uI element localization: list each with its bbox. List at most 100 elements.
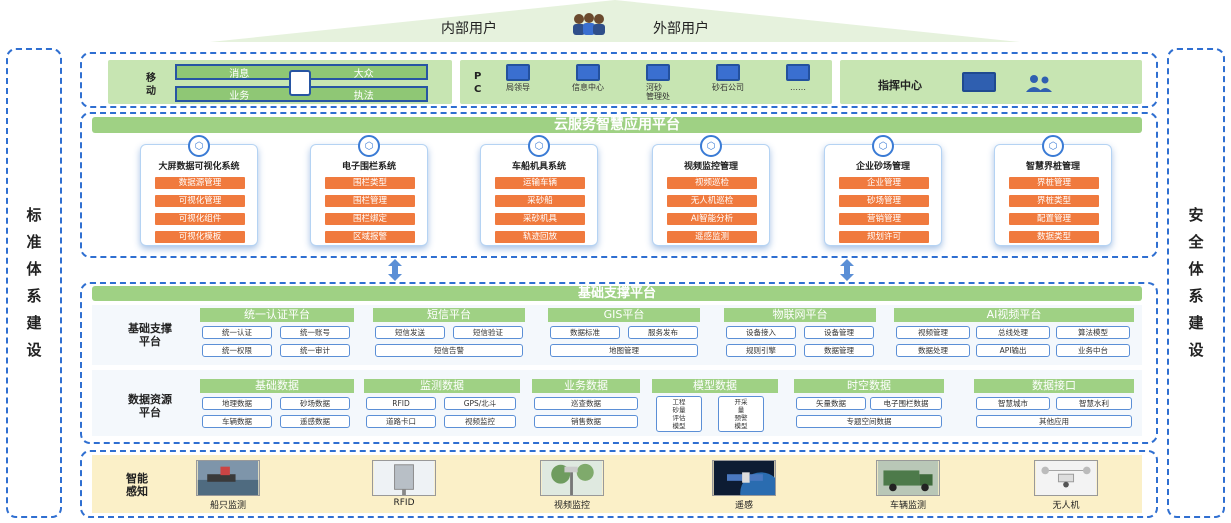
sensor-item[interactable]: 船只监测 <box>196 460 260 511</box>
app-function-button[interactable]: AI智能分析 <box>667 213 757 225</box>
pc-item: 信息中心 <box>562 64 614 101</box>
capability-pill[interactable]: 统一审计 <box>280 344 350 357</box>
capability-pill[interactable]: 数据处理 <box>896 344 970 357</box>
data-group: 模型数据 工程 砂量 评估 模型 开采 量 预警 模型 <box>652 379 778 433</box>
capability-pill[interactable]: 算法模型 <box>1056 326 1130 339</box>
support-group: 统一认证平台 统一认证 统一账号 统一权限 统一审计 <box>200 308 354 360</box>
data-pill[interactable]: 巡查数据 <box>534 397 638 410</box>
app-function-button[interactable]: 配置管理 <box>1009 213 1099 225</box>
app-function-button[interactable]: 轨迹回放 <box>495 231 585 243</box>
capability-pill[interactable]: 业务中台 <box>1056 344 1130 357</box>
camera-image <box>540 460 604 496</box>
app-function-button[interactable]: 运输车辆 <box>495 177 585 189</box>
data-pill[interactable]: 矢量数据 <box>796 397 866 410</box>
app-function-button[interactable]: 可视化模板 <box>155 231 245 243</box>
sensing-layer <box>80 450 1158 518</box>
app-function-button[interactable]: 数据源管理 <box>155 177 245 189</box>
app-function-button[interactable]: 可视化组件 <box>155 213 245 225</box>
capability-pill[interactable]: 规则引擎 <box>726 344 796 357</box>
data-pill[interactable]: 视频监控 <box>444 415 516 428</box>
data-pill[interactable]: 道路卡口 <box>366 415 436 428</box>
pc-item-label: 信息中心 <box>572 83 604 92</box>
monitor-icon <box>576 64 600 81</box>
sensor-item[interactable]: 无人机 <box>1034 460 1098 511</box>
app-function-button[interactable]: 遥感监测 <box>667 231 757 243</box>
capability-pill[interactable]: 短信验证 <box>453 326 523 339</box>
app-card[interactable]: ⬡ 智慧界桩管理 界桩管理 界桩类型 配置管理 数据类型 <box>994 135 1112 246</box>
data-pill[interactable]: GPS/北斗 <box>444 397 516 410</box>
dashboard-icon <box>962 72 996 92</box>
app-function-button[interactable]: 规划许可 <box>839 231 929 243</box>
app-function-button[interactable]: 采砂机具 <box>495 213 585 225</box>
sensor-label: 无人机 <box>1052 501 1080 511</box>
data-pill[interactable]: RFID <box>366 397 436 410</box>
support-group-title: GIS平台 <box>548 308 700 322</box>
data-pill[interactable]: 专题空间数据 <box>796 415 942 428</box>
app-function-button[interactable]: 界桩管理 <box>1009 177 1099 189</box>
app-function-button[interactable]: 数据类型 <box>1009 231 1099 243</box>
sensor-item[interactable]: 车辆监测 <box>876 460 940 511</box>
data-pill[interactable]: 销售数据 <box>534 415 638 428</box>
capability-pill[interactable]: API输出 <box>976 344 1050 357</box>
sensor-label: RFID <box>393 498 415 508</box>
external-user-label: 外部用户 <box>653 21 709 37</box>
capability-pill[interactable]: 短信发送 <box>375 326 445 339</box>
data-pill[interactable]: 智慧水利 <box>1056 397 1132 410</box>
app-function-button[interactable]: 企业管理 <box>839 177 929 189</box>
side-char: 系 <box>26 287 42 305</box>
capability-pill[interactable]: 设备接入 <box>726 326 796 339</box>
capability-pill[interactable]: 总线处理 <box>976 326 1050 339</box>
app-function-button[interactable]: 营销管理 <box>839 213 929 225</box>
app-card[interactable]: ⬡ 电子围栏系统 围栏类型 围栏管理 围栏绑定 区域报警 <box>310 135 428 246</box>
data-group: 监测数据 RFID GPS/北斗 道路卡口 视频监控 <box>364 379 520 431</box>
capability-pill[interactable]: 数据标准 <box>550 326 620 339</box>
sensor-item[interactable]: RFID <box>372 460 436 508</box>
capability-pill[interactable]: 设备管理 <box>804 326 874 339</box>
data-pill[interactable]: 地理数据 <box>202 397 272 410</box>
data-group: 数据接口 智慧城市 智慧水利 其他应用 <box>974 379 1134 431</box>
model-pill[interactable]: 开采 量 预警 模型 <box>718 396 764 432</box>
app-function-button[interactable]: 区域报警 <box>325 231 415 243</box>
sensor-item[interactable]: 遥感 <box>712 460 776 511</box>
capability-pill[interactable]: 统一权限 <box>202 344 272 357</box>
app-function-button[interactable]: 围栏管理 <box>325 195 415 207</box>
model-pill[interactable]: 工程 砂量 评估 模型 <box>656 396 702 432</box>
app-function-button[interactable]: 视频巡检 <box>667 177 757 189</box>
capability-pill[interactable]: 地图管理 <box>550 344 698 357</box>
app-card-title: 智慧界桩管理 <box>1025 162 1080 172</box>
data-pill[interactable]: 智慧城市 <box>976 397 1050 410</box>
capability-pill[interactable]: 统一账号 <box>280 326 350 339</box>
side-char: 全 <box>1188 233 1204 251</box>
app-card[interactable]: ⬡ 企业砂场管理 企业管理 砂场管理 营销管理 规划许可 <box>824 135 942 246</box>
side-char: 建 <box>1188 314 1204 332</box>
app-card[interactable]: ⬡ 大屏数据可视化系统 数据源管理 可视化管理 可视化组件 可视化模板 <box>140 135 258 246</box>
app-function-button[interactable]: 可视化管理 <box>155 195 245 207</box>
app-function-button[interactable]: 采砂船 <box>495 195 585 207</box>
sensor-item[interactable]: 视频监控 <box>540 460 604 511</box>
mobile-item: 业务 <box>229 90 250 102</box>
cloud-layer <box>80 112 1158 258</box>
monitor-icon <box>506 64 530 81</box>
app-function-button[interactable]: 围栏类型 <box>325 177 415 189</box>
capability-pill[interactable]: 短信告警 <box>375 344 523 357</box>
capability-pill[interactable]: 统一认证 <box>202 326 272 339</box>
capability-pill[interactable]: 数据管理 <box>804 344 874 357</box>
sensor-label: 车辆监测 <box>889 501 926 511</box>
data-pill[interactable]: 遥感数据 <box>280 415 350 428</box>
app-function-button[interactable]: 无人机巡检 <box>667 195 757 207</box>
app-function-button[interactable]: 砂场管理 <box>839 195 929 207</box>
app-card[interactable]: ⬡ 视频监控管理 视频巡检 无人机巡检 AI智能分析 遥感监测 <box>652 135 770 246</box>
support-group-title: 统一认证平台 <box>200 308 354 322</box>
app-function-button[interactable]: 围栏绑定 <box>325 213 415 225</box>
data-pill[interactable]: 电子围栏数据 <box>870 397 942 410</box>
sensing-area <box>92 455 1142 513</box>
app-function-button[interactable]: 界桩类型 <box>1009 195 1099 207</box>
data-pill[interactable]: 砂场数据 <box>280 397 350 410</box>
capability-pill[interactable]: 视频管理 <box>896 326 970 339</box>
data-pill[interactable]: 车辆数据 <box>202 415 272 428</box>
data-group-title: 监测数据 <box>364 379 520 393</box>
data-pill[interactable]: 其他应用 <box>976 415 1132 428</box>
capability-pill[interactable]: 服务发布 <box>628 326 698 339</box>
cube-icon: ⬡ <box>872 135 894 157</box>
app-card[interactable]: ⬡ 车船机具系统 运输车辆 采砂船 采砂机具 轨迹回放 <box>480 135 598 246</box>
